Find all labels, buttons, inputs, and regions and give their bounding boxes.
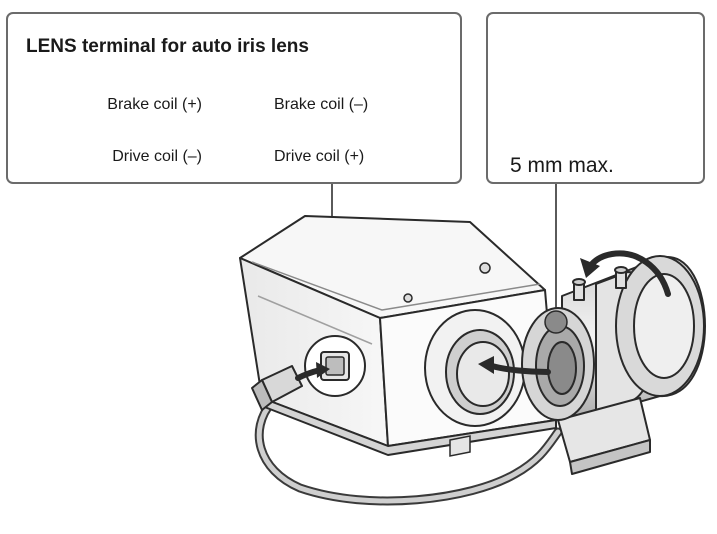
lens-terminal-socket [304, 335, 366, 397]
camera-screw [479, 262, 491, 274]
panel-title: LENS terminal for auto iris lens [26, 36, 309, 57]
camera-screw [403, 293, 413, 303]
mount-marker-dot [544, 310, 568, 334]
mount-depth-panel: 5 mm max. [486, 12, 705, 184]
lens-mount [424, 309, 526, 427]
pin-label-drive-coil-plus: Drive coil (+) [274, 148, 365, 165]
camera-foot [449, 435, 471, 457]
max-depth-label: 5 mm max. [510, 154, 614, 177]
pin-label-drive-coil-minus: Drive coil (–) [112, 148, 202, 165]
pin-label-brake-coil-plus: Brake coil (+) [107, 96, 202, 113]
attach-lens-arrow [489, 363, 551, 375]
lens-terminal-panel: LENS terminal for auto iris lens Brake c… [6, 12, 462, 184]
lens-cable-plug [251, 365, 303, 411]
auto-iris-lens [557, 255, 706, 475]
lens-rear-mount [521, 307, 595, 421]
pin-label-brake-coil-minus: Brake coil (–) [274, 96, 369, 113]
rotate-lens-arrow [585, 250, 671, 297]
